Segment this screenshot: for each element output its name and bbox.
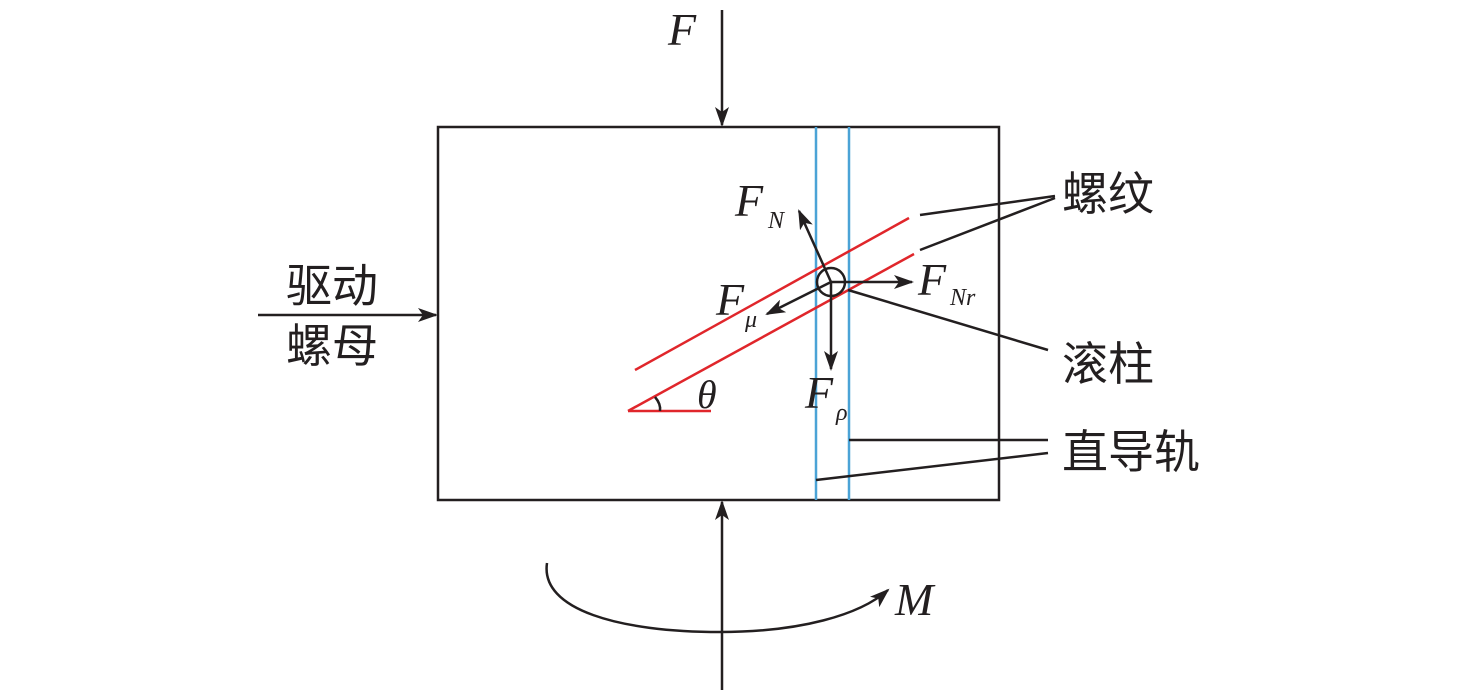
moment-arrow xyxy=(545,562,890,634)
label-drive-nut-1: 驱动 xyxy=(286,259,378,313)
label-drive-nut-2: 螺母 xyxy=(286,319,378,373)
force-fn-arrow xyxy=(797,209,833,283)
label-angle: θ xyxy=(697,372,717,417)
label-force-fmu-sub: μ xyxy=(744,307,757,333)
thread-lower xyxy=(627,252,915,413)
label-force-frho-sub: ρ xyxy=(835,400,848,426)
label-force-fnr: F xyxy=(917,254,947,305)
label-force-f: F xyxy=(667,4,697,55)
label-guide-rail: 直导轨 xyxy=(1062,425,1200,479)
rail-leader-2 xyxy=(815,451,1049,482)
thread-upper xyxy=(634,216,910,372)
angle-arc xyxy=(654,396,662,412)
label-force-fmu: F xyxy=(715,274,745,325)
label-moment: M xyxy=(894,574,936,625)
label-force-frho: F xyxy=(804,367,834,418)
force-fmu-arrow xyxy=(765,280,832,316)
label-thread: 螺纹 xyxy=(1062,167,1154,221)
label-force-fn: F xyxy=(734,175,764,226)
label-force-fn-sub: N xyxy=(767,208,786,234)
label-force-fnr-sub: Nr xyxy=(949,285,976,311)
label-roller: 滚柱 xyxy=(1062,337,1154,391)
roller-leader xyxy=(847,288,1049,352)
thread-leader-1 xyxy=(919,194,1056,217)
thread-leader-2 xyxy=(919,196,1056,252)
